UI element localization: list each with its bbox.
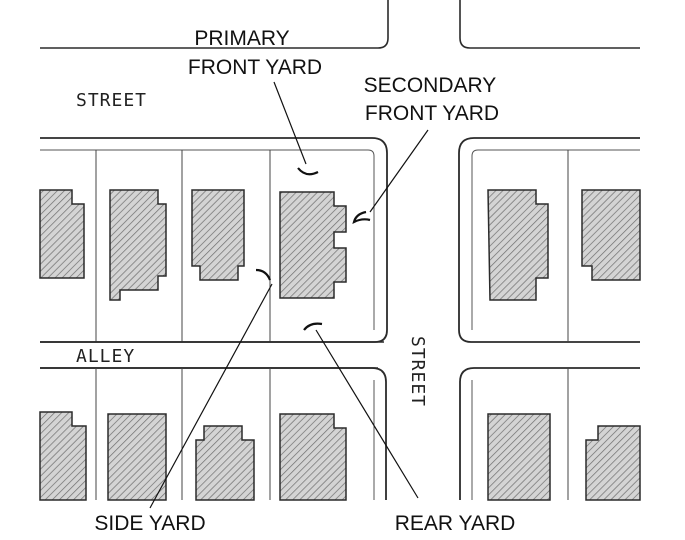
rear-yard-leader [315, 329, 419, 499]
top-left-block [40, 0, 389, 49]
primary-front-yard-leader [273, 81, 307, 165]
primary-front-yard-label-line1: PRIMARY [194, 27, 289, 50]
house [279, 191, 347, 299]
secondary-front-yard-label-line1: SECONDARY [364, 74, 497, 97]
house [581, 189, 641, 281]
alley-label: ALLEY [76, 346, 135, 367]
house [39, 189, 85, 279]
primary-front-yard-label-line2: FRONT YARD [188, 56, 322, 79]
house [487, 413, 551, 501]
upper-left-block-sidewalk [40, 149, 375, 330]
side-yard-marker [255, 268, 272, 281]
street-top-label: STREET [76, 90, 147, 111]
street-side-label: STREET [407, 336, 428, 407]
side-yard-leader [149, 283, 273, 509]
secondary-front-yard-label-line2: FRONT YARD [365, 102, 499, 125]
house [585, 425, 641, 501]
house [195, 425, 255, 501]
lower-left-block [40, 367, 387, 500]
secondary-front-yard-leader [369, 129, 429, 213]
primary-front-yard-marker [297, 167, 319, 176]
house [191, 189, 245, 281]
house [487, 189, 549, 301]
upper-right-block-sidewalk [471, 149, 640, 330]
lower-right-block [459, 367, 640, 500]
house [39, 411, 87, 501]
upper-right-block [458, 137, 640, 343]
top-right-block [459, 0, 640, 49]
house [279, 413, 347, 501]
house [107, 413, 167, 501]
house [109, 189, 167, 301]
rear-yard-marker [303, 322, 323, 331]
side-yard-label: SIDE YARD [94, 512, 205, 535]
rear-yard-label: REAR YARD [395, 512, 516, 535]
secondary-front-yard-marker [352, 210, 371, 225]
